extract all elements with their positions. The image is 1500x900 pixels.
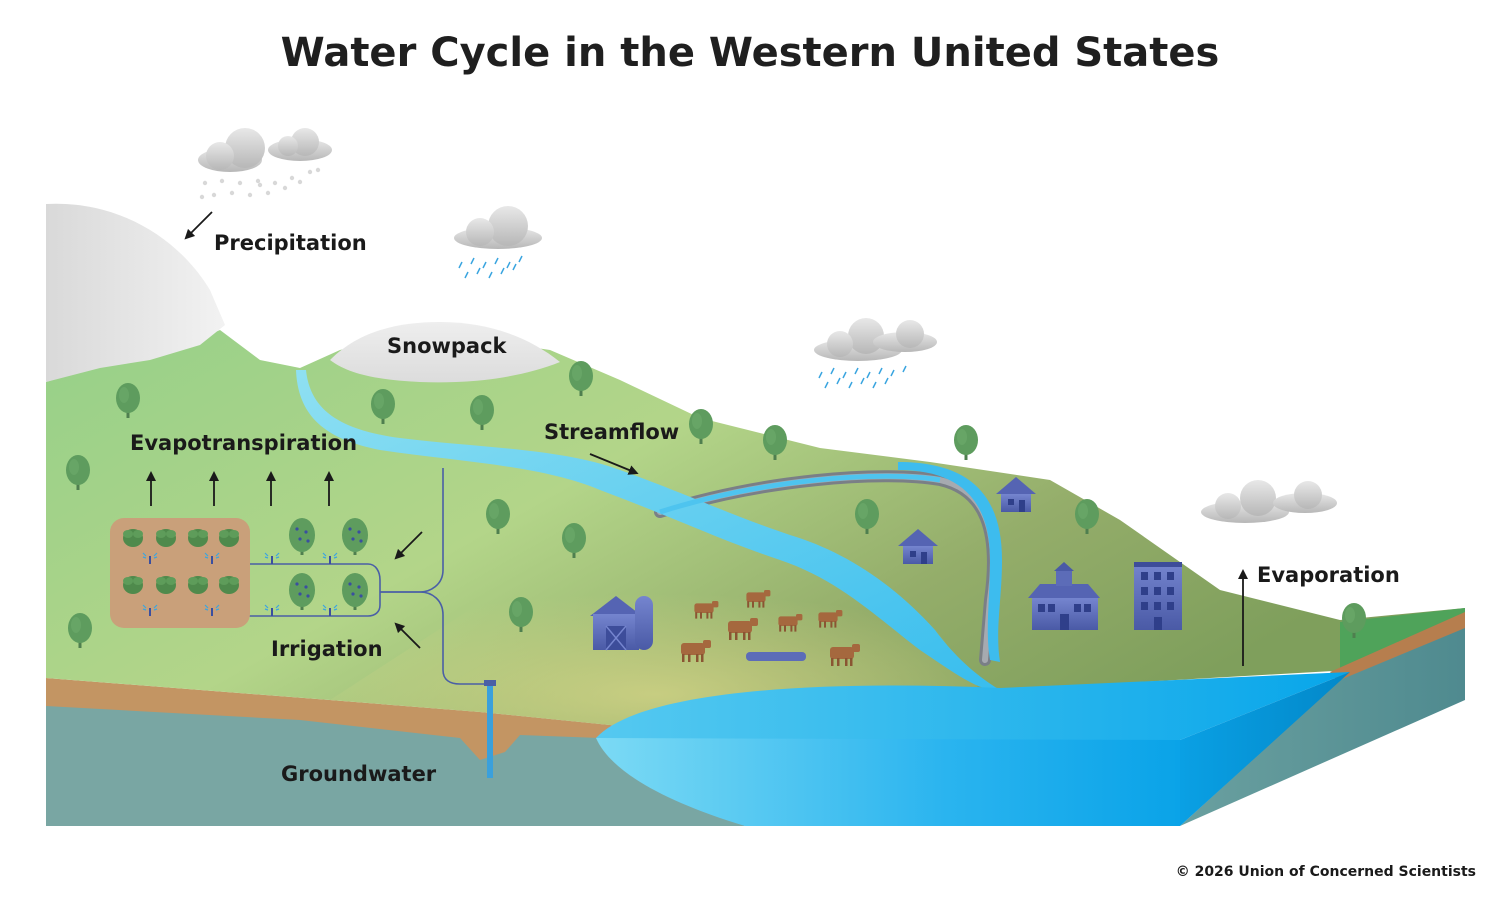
water-trough [746,652,806,661]
well-head [484,680,496,686]
label-streamflow: Streamflow [544,420,680,444]
rain-cloud-2 [814,318,937,389]
lake-side [1180,672,1350,826]
streamflow-river [296,370,1000,690]
riverbank-soil [1330,612,1465,684]
label-groundwater: Groundwater [281,762,437,786]
evaporation-cloud [1201,480,1337,523]
snowpack-mound [330,322,560,383]
school-building [1028,562,1100,630]
precipitation-arrow [184,211,213,240]
lake-surface [596,672,1350,740]
irrigation-pipe-lower [380,591,490,685]
tributary-upper [659,473,941,515]
streamflow-arrow [589,453,639,475]
apartment-building [1134,562,1182,630]
right-cross-section [1180,628,1465,826]
label-evaporation: Evaporation [1257,563,1400,587]
lake-body [596,738,1180,826]
snow-cloud [198,128,332,200]
barn [590,596,653,651]
label-precipitation: Precipitation [214,231,367,255]
label-irrigation: Irrigation [271,637,383,661]
copyright-notice: © 2026 Union of Concerned Scientists [1175,864,1476,880]
tributary-stream [898,462,1002,662]
farm-field [110,518,250,628]
irrigation-arrow-upper [394,531,423,560]
irrigation-arrow-lower [394,622,421,649]
label-evapotranspiration: Evapotranspiration [130,431,358,455]
groundwater-well [487,684,493,778]
irrigation-line [150,563,381,617]
label-snowpack: Snowpack [387,334,507,358]
diagram-title: Water Cycle in the Western United States [280,30,1220,76]
snow-mountain [46,203,225,382]
groundwater-layer [46,700,745,826]
rain-cloud-1 [454,206,542,279]
